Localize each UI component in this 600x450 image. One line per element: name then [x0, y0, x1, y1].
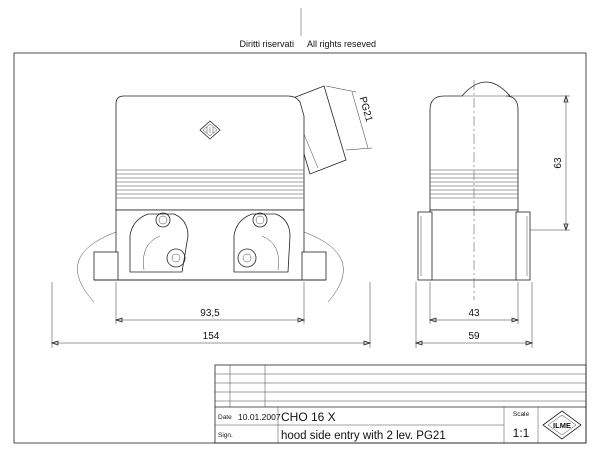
- left-flange-foot: [93, 251, 119, 281]
- part-description: hood side entry with 2 lev. PG21: [281, 430, 446, 442]
- date-value: 10.01.2007: [238, 412, 281, 422]
- part-code: CHO 16 X: [281, 410, 336, 424]
- left-locking-lever: [129, 212, 189, 273]
- side-view: 63 43 59: [414, 80, 570, 348]
- sign-label: Sign.: [218, 432, 233, 439]
- logo-text: ILME: [553, 421, 571, 430]
- hood-body-outline: [115, 95, 305, 211]
- pg21-dim-line: [351, 91, 369, 149]
- side-left-lever: [417, 211, 433, 281]
- dim-front-inner-width: 93,5: [200, 308, 220, 319]
- dim-side-height: 63: [553, 157, 564, 169]
- side-right-lever: [515, 211, 531, 281]
- rights-english: All rights reseved: [307, 39, 376, 49]
- right-flange-foot: [301, 251, 327, 281]
- ilme-brand-logo-icon: ILME: [542, 410, 582, 440]
- right-lever-arc: [303, 231, 344, 303]
- hood-ribs: [116, 169, 304, 199]
- front-view: PG21 93,5 154: [50, 85, 375, 348]
- title-block: Date 10.01.2007 Sign. CHO 16 X hood side…: [214, 364, 587, 444]
- ilme-logo-icon: [199, 120, 221, 140]
- dim-front-total-width: 154: [203, 331, 220, 342]
- dim-side-total-width: 59: [468, 331, 480, 342]
- gland-face: [339, 139, 347, 161]
- right-locking-lever: [233, 212, 291, 273]
- dim-entry-thread: PG21: [357, 96, 375, 124]
- date-label: Date: [218, 414, 232, 421]
- rights-italian: Diritti riservati: [239, 39, 294, 49]
- left-lever-arc: [77, 231, 117, 303]
- scale-value: 1:1: [513, 426, 530, 440]
- scale-label: Scale: [513, 411, 530, 418]
- dim-side-inner-width: 43: [468, 308, 480, 319]
